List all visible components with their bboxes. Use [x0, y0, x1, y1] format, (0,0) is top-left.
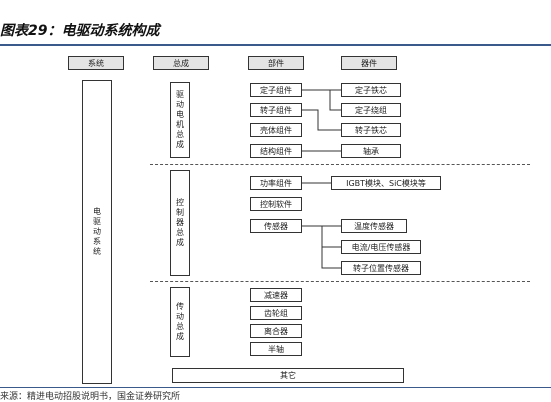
vertical-char: 传 — [176, 302, 184, 311]
vertical-char: 动 — [93, 227, 101, 236]
device-temperature-sensor: 温度传感器 — [341, 219, 407, 233]
group-separator — [150, 164, 530, 165]
part-housing-assembly: 壳体组件 — [250, 123, 302, 137]
system-box: 电驱动系统 — [82, 80, 112, 384]
vertical-char: 总 — [176, 130, 184, 139]
vertical-char: 动 — [176, 312, 184, 321]
connector-line — [321, 226, 341, 269]
assembly-controller: 控制器总成 — [170, 170, 190, 276]
device-current-voltage-sensor: 电流/电压传感器 — [341, 240, 421, 254]
part-structure-assembly: 结构组件 — [250, 144, 302, 158]
header-assembly: 总成 — [153, 56, 209, 70]
part-rotor-assembly: 转子组件 — [250, 103, 302, 117]
vertical-char: 系 — [93, 237, 101, 246]
assembly-label: 控制器总成 — [176, 198, 184, 248]
vertical-char: 成 — [176, 332, 184, 341]
vertical-char: 总 — [176, 228, 184, 237]
device-igbt-sic: IGBT模块、SiC模块等 — [331, 176, 441, 190]
vertical-char: 成 — [176, 140, 184, 149]
part-power-module: 功率组件 — [250, 176, 302, 190]
part-clutch: 离合器 — [250, 324, 302, 338]
vertical-char: 机 — [176, 120, 184, 129]
source-note: 来源：精进电动招股说明书，国金证券研究所 — [0, 392, 181, 402]
vertical-char: 电 — [176, 110, 184, 119]
figure-title: 图表29：电驱动系统构成 — [0, 23, 160, 39]
vertical-char: 驱 — [93, 217, 101, 226]
vertical-char: 统 — [93, 247, 101, 256]
vertical-char: 制 — [176, 208, 184, 217]
vertical-char: 控 — [176, 198, 184, 207]
vertical-char: 成 — [176, 238, 184, 247]
connector-line — [302, 109, 341, 131]
group-separator — [150, 281, 530, 282]
device-rotor-position-sensor: 转子位置传感器 — [341, 261, 421, 275]
vertical-char: 电 — [93, 207, 101, 216]
vertical-char: 总 — [176, 322, 184, 331]
device-rotor-core: 转子铁芯 — [341, 123, 401, 137]
source-rule — [0, 387, 551, 388]
device-stator-core: 定子铁芯 — [341, 83, 401, 97]
part-stator-assembly: 定子组件 — [250, 83, 302, 97]
part-control-software: 控制软件 — [250, 197, 302, 211]
part-sensor: 传感器 — [250, 219, 302, 233]
vertical-char: 动 — [176, 100, 184, 109]
device-stator-winding: 定子绕组 — [341, 103, 401, 117]
part-half-shaft: 半轴 — [250, 342, 302, 356]
header-device: 器件 — [341, 56, 397, 70]
vertical-char: 驱 — [176, 90, 184, 99]
other-box: 其它 — [172, 368, 404, 383]
assembly-drive-motor: 驱动电机总成 — [170, 82, 190, 158]
header-parts: 部件 — [248, 56, 304, 70]
system-label: 电驱动系统 — [93, 207, 101, 257]
part-reducer: 减速器 — [250, 288, 302, 302]
assembly-transmission: 传动总成 — [170, 287, 190, 357]
assembly-label: 传动总成 — [176, 302, 184, 342]
title-rule — [0, 44, 551, 46]
connector-line — [329, 90, 341, 111]
vertical-char: 器 — [176, 218, 184, 227]
part-gear-set: 齿轮组 — [250, 306, 302, 320]
device-bearing: 轴承 — [341, 144, 401, 158]
header-system: 系统 — [68, 56, 124, 70]
assembly-label: 驱动电机总成 — [176, 90, 184, 150]
